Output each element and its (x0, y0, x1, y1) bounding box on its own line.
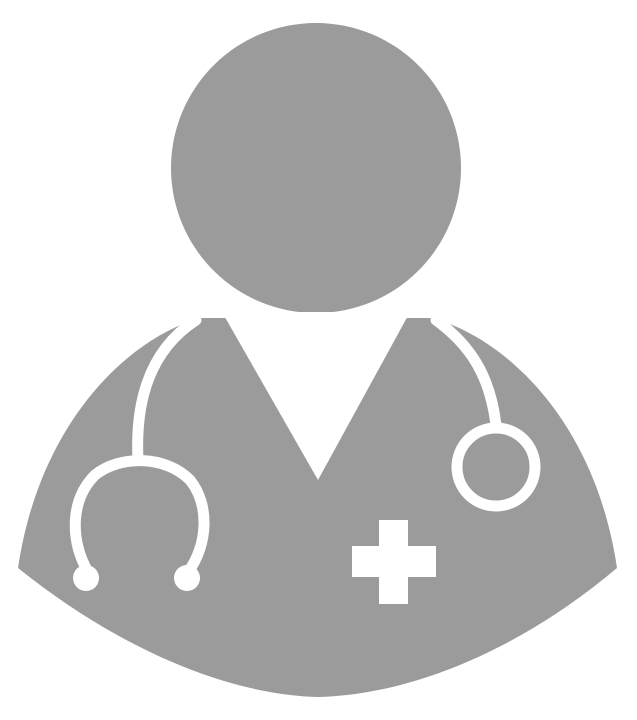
v-neck-collar (222, 312, 410, 480)
head-circle (171, 23, 461, 313)
stethoscope-right-tube (430, 314, 502, 431)
stethoscope-chest-piece (451, 422, 541, 512)
stethoscope-ear-tip-right (174, 565, 200, 591)
stethoscope-left-tube (132, 314, 202, 466)
medical-cross-icon (352, 520, 436, 604)
stethoscope-earpiece-loop (69, 455, 210, 578)
stethoscope-ear-tip-left (73, 565, 99, 591)
torso-shape (18, 318, 617, 697)
